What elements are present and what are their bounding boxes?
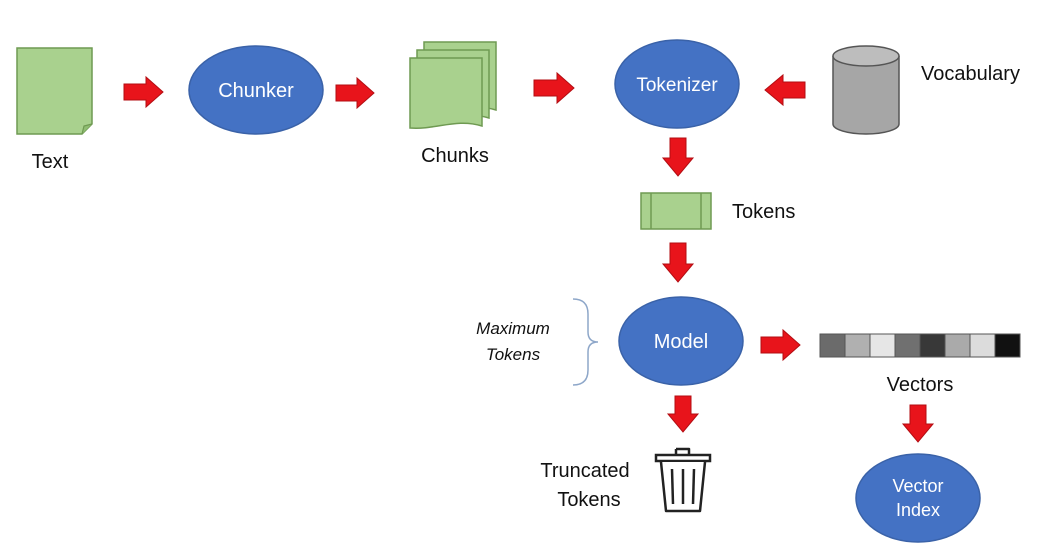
arrow-text-to-chunker [123,75,164,109]
tokenizer-node: Tokenizer [614,39,740,129]
vector-cell [994,333,1021,358]
trash-can-icon [654,447,712,513]
arrow-model-to-vectors [760,328,801,362]
arrow-vectors-to-index [901,404,935,443]
vector-cell [844,333,871,358]
model-label: Model [654,331,708,353]
arrow-chunker-to-chunks [335,76,375,110]
vector-cell [944,333,971,358]
maximum-tokens-label-line1: Maximum [476,319,550,338]
vector-index-label-line2: Index [896,500,940,520]
truncated-tokens-label-line1: Truncated [540,460,629,482]
arrow-vocabulary-to-tokenizer [764,73,806,107]
vocabulary-label: Vocabulary [921,63,1020,85]
tokenizer-label: Tokenizer [636,75,718,96]
vector-strip-icon [819,333,1021,358]
arrow-tokens-to-model [661,242,695,283]
vector-index-node: Vector Index [855,453,981,543]
chunks-label: Chunks [421,145,489,167]
vector-index-label-line1: Vector [892,476,943,496]
chunker-node: Chunker [188,45,324,135]
stacked-documents-icon [409,41,497,129]
arrow-chunks-to-tokenizer [533,71,575,105]
vector-cell [969,333,996,358]
vector-cell [919,333,946,358]
text-label: Text [32,151,69,173]
truncated-tokens-label-line2: Tokens [557,489,620,511]
database-cylinder-icon [832,45,900,135]
maximum-tokens-label-line2: Tokens [486,345,541,364]
tokens-label: Tokens [732,201,795,223]
model-node: Model [618,296,744,386]
vector-cell [819,333,846,358]
arrow-model-to-trash [666,395,700,433]
arrow-tokenizer-to-tokens [661,137,695,177]
token-strip-icon [640,192,712,230]
vector-cell [894,333,921,358]
text-document-icon [16,47,93,135]
chunker-label: Chunker [218,80,294,102]
curly-brace-icon [572,298,599,386]
vector-cell [869,333,896,358]
vectors-label: Vectors [887,374,954,396]
